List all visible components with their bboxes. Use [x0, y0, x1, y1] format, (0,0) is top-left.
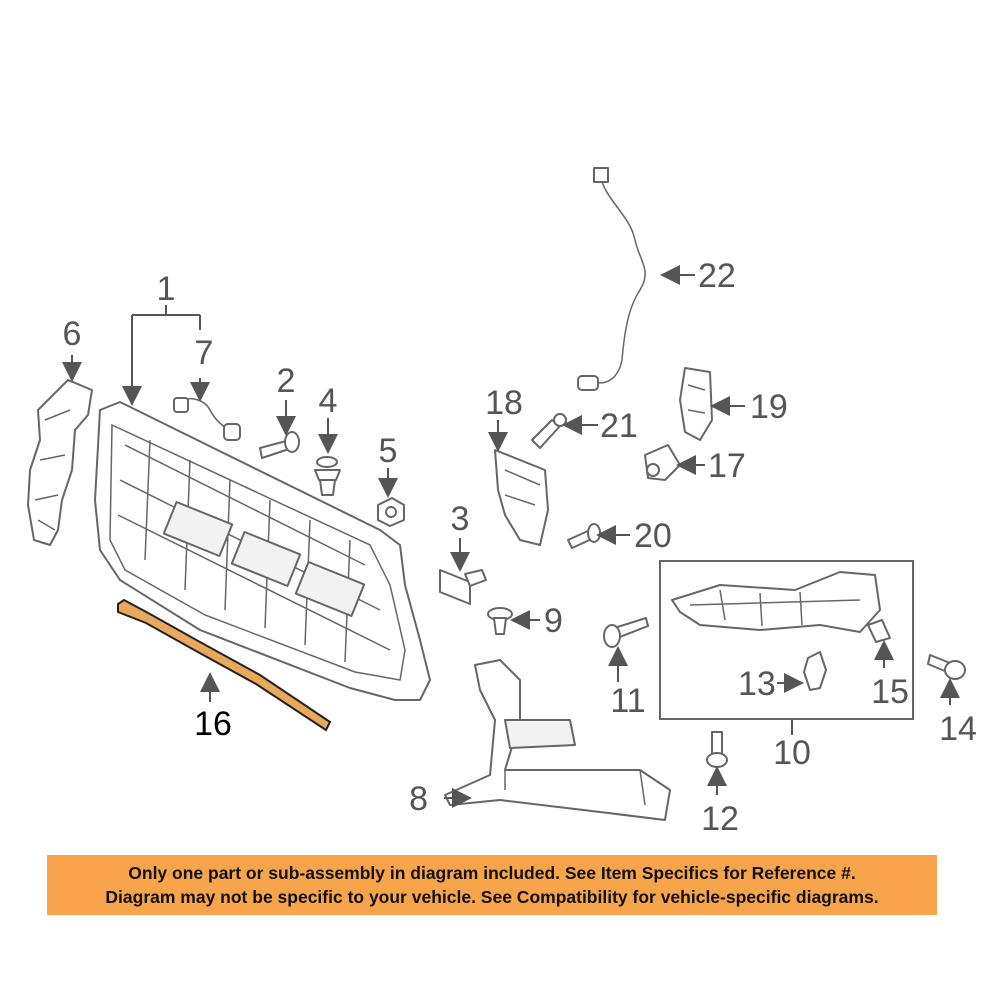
callout-20: 20	[634, 517, 672, 555]
callout-5: 5	[379, 432, 398, 470]
part-13-clip	[803, 651, 827, 691]
part-21-sensor	[531, 413, 567, 449]
part-12-bolt	[706, 731, 728, 768]
callout-18: 18	[485, 384, 523, 422]
part-7-harness	[173, 397, 241, 441]
part-16-molding-strip	[117, 598, 332, 732]
callout-15: 15	[871, 673, 909, 711]
callout-numbers: 1 2 3 4 5 6 7 8 9 10 11 12 13 14 15 16 1…	[63, 257, 977, 838]
callout-21: 21	[600, 407, 638, 445]
part-10-sub-assembly	[659, 560, 914, 720]
part-6-side-bracket	[27, 379, 93, 546]
callout-2: 2	[277, 362, 296, 400]
part-4-push-clip	[314, 456, 341, 496]
part-14-bolt	[927, 654, 966, 680]
part-15-nut	[867, 619, 891, 643]
callout-4: 4	[319, 382, 338, 420]
callout-9: 9	[544, 602, 563, 640]
callout-22: 22	[698, 257, 736, 295]
disclaimer-line-1: Only one part or sub-assembly in diagram…	[128, 863, 856, 883]
part-19-bracket	[679, 367, 713, 441]
part-8-lower-bracket	[444, 659, 671, 821]
callout-7: 7	[195, 334, 214, 372]
callout-12: 12	[701, 800, 739, 838]
callout-17: 17	[708, 447, 746, 485]
part-20-bolt	[567, 523, 601, 549]
callout-14: 14	[939, 710, 977, 748]
part-9-bolt	[487, 607, 513, 635]
part-11-bolt	[603, 617, 649, 648]
part-18-bracket	[494, 449, 549, 546]
callout-3: 3	[451, 500, 470, 538]
callout-10: 10	[773, 734, 811, 772]
callout-6: 6	[63, 315, 82, 353]
callout-11: 11	[610, 682, 645, 720]
disclaimer-line-2: Diagram may not be specific to your vehi…	[105, 887, 879, 907]
callout-19: 19	[750, 388, 788, 426]
part-5-nut	[377, 497, 405, 527]
callout-16: 16	[194, 705, 232, 743]
callout-8: 8	[409, 780, 428, 818]
part-3-clip	[439, 569, 487, 605]
part-17-sensor	[644, 444, 681, 481]
part-2-pin	[259, 431, 300, 459]
part-1-grille	[94, 401, 431, 701]
callout-13: 13	[738, 665, 776, 703]
disclaimer-banner: Only one part or sub-assembly in diagram…	[47, 855, 937, 915]
callout-1: 1	[157, 270, 176, 308]
part-22-wire-harness	[577, 167, 646, 391]
leader-lines	[62, 265, 960, 808]
